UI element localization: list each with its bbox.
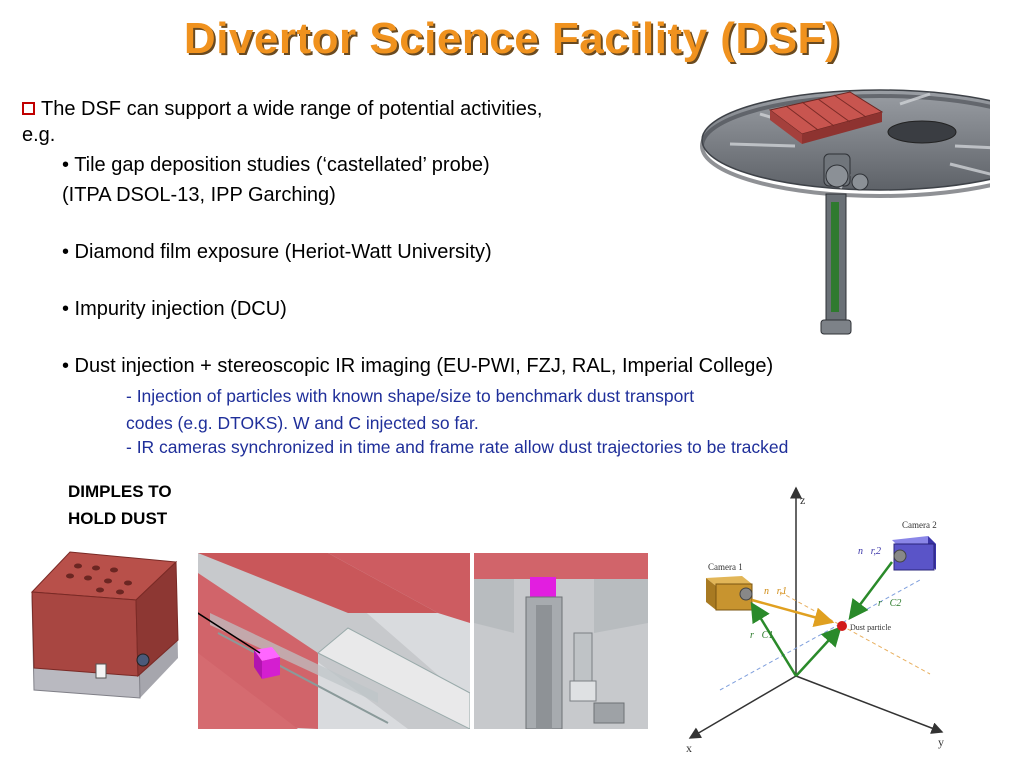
dsf-turntable-illustration [700, 89, 990, 335]
z-axis-label: z [800, 493, 805, 507]
detail-line-3: - IR cameras synchronized in time and fr… [126, 437, 789, 457]
cross-section-view [474, 553, 648, 729]
bullet-tile-gap-sub: (ITPA DSOL-13, IPP Garching) [62, 184, 336, 206]
camera-1-label: Camera 1 [708, 562, 743, 572]
dsf-tile-block [768, 91, 884, 144]
y-axis [795, 675, 944, 734]
dimples-line-2: HOLD DUST [68, 509, 168, 528]
bullet-dust-injection: • Dust injection + stereoscopic IR imagi… [62, 355, 774, 377]
n1-label: n⃗r,1 [764, 586, 787, 597]
x-axis-label: x [686, 741, 692, 755]
dimples-line-1: DIMPLES TO [68, 482, 172, 501]
intro-line-1: The DSF can support a wide range of pote… [41, 98, 543, 120]
slide-title: Divertor Science Facility (DSF) [183, 14, 841, 63]
dimpled-tile-illustration [30, 551, 179, 699]
detail-line-1: - Injection of particles with known shap… [126, 386, 695, 406]
stereoscopic-diagram: z x y Camera 1 Camera 2 Dust particle n⃗… [686, 486, 944, 755]
detail-line-2: codes (e.g. DTOKS). W and C injected so … [126, 413, 479, 433]
dust-particle-icon [837, 621, 847, 631]
castellated-tile-view [198, 553, 470, 729]
camera-2-label: Camera 2 [902, 520, 937, 530]
magenta-dust-holder [254, 647, 280, 679]
bullet-diamond-film: • Diamond film exposure (Heriot-Watt Uni… [62, 241, 492, 263]
checkbox-bullet-icon [22, 102, 35, 115]
x-axis [688, 675, 797, 739]
camera-1 [706, 576, 753, 611]
bullet-impurity: • Impurity injection (DCU) [62, 298, 287, 320]
intro-text: The DSF can support a wide range of pote… [22, 96, 712, 148]
rc2-label: r⃗C2 [878, 598, 901, 609]
dust-particle-label: Dust particle [850, 623, 892, 632]
camera-2 [892, 536, 936, 571]
n2-label: n⃗r,2 [858, 546, 881, 557]
bullet-tile-gap: • Tile gap deposition studies (‘castella… [62, 154, 490, 176]
rc1-label: r⃗C1 [750, 630, 773, 641]
intro-line-2: e.g. [22, 124, 56, 146]
y-axis-label: y [938, 735, 944, 749]
dimples-label: DIMPLES TO HOLD DUST [68, 478, 172, 532]
